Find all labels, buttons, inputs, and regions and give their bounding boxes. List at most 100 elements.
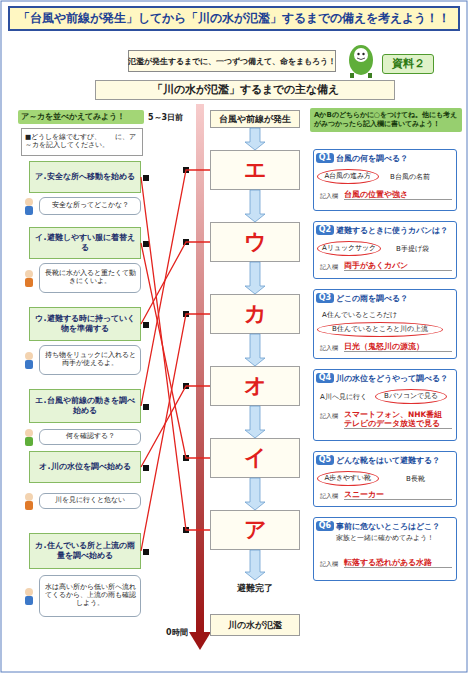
node-text-kin: 記入欄 <box>320 560 344 567</box>
node-text-qq: どこの雨を調べる？ <box>336 294 454 303</box>
node-text-opt: B長靴 <box>406 475 450 483</box>
circled-choice: B住んでいるところと川の上流 <box>317 322 443 337</box>
node-text: カ <box>244 301 267 327</box>
question-box: Q5どんな靴をはいて避難する？B長靴記入欄スニーカーA歩きやすい靴 <box>313 451 457 507</box>
node-text: エ <box>244 157 267 183</box>
question-box: Q6事前に危ないところはどこ？家族と一緒に確かめてみよう！記入欄転落する恐れがあ… <box>313 517 457 581</box>
node-text: オ <box>244 373 267 399</box>
hint-bubble: 長靴に水が入ると重たくて動きにくいよ。 <box>39 263 141 293</box>
node-text: オ.川の水位を調べ始める <box>39 462 130 472</box>
node-text-qq: 台風の何を調べる？ <box>336 154 454 163</box>
action-card: エ.台風や前線の動きを調べ始める <box>29 389 141 423</box>
node-text: 台風や前線が発生 <box>219 114 291 124</box>
node-text: Bパソコンで見る <box>384 392 438 400</box>
title-band: 「台風や前線が発生」してから「川の水が氾濫」するまでの備えを考えよう！！ <box>8 6 460 31</box>
answer-box: エ <box>210 150 300 190</box>
end-box: 川の水が氾濫 <box>210 614 300 636</box>
done-step: 避難完了 <box>215 580 295 596</box>
flow-arrow <box>245 262 265 294</box>
flow-arrow <box>245 550 265 580</box>
time-label: 5～3日前 <box>148 112 183 123</box>
hint-bubble: 川を見に行くと危ない <box>39 493 141 509</box>
node-text: ア <box>244 517 267 543</box>
instruction-box: ■どうしを線でむすび、 に、ア～カを記入してください。 <box>21 128 143 156</box>
node-text: 氾濫が発生するまでに、一つずつ備えて、命をまもろう！ <box>128 57 336 66</box>
flow-arrow <box>245 334 265 366</box>
node-text: エ.台風や前線の動きを調べ始める <box>33 396 137 415</box>
node-text-qtag: Q3 <box>316 293 334 303</box>
node-text-ans: 台風の位置や強さ <box>344 190 452 200</box>
hint-bubble: 安全な所ってどこかな？ <box>39 197 141 215</box>
node-text: 長靴に水が入ると重たくて動きにくいよ。 <box>43 270 137 286</box>
time-label: 0時間 <box>166 627 188 638</box>
node-text-qtag: Q6 <box>316 521 334 531</box>
node-text: 「川の水が氾濫」するまでの主な備え <box>152 83 339 96</box>
hint-bubble: 何を確認する？ <box>39 429 141 445</box>
node-text-rphead: AかBのどちらかに○をつけてね。他にも考えがみつかったら記入欄に書いてみよう！ <box>310 108 462 132</box>
node-text: 何を確認する？ <box>66 433 115 441</box>
node-text-qsub: 家族と一緒に確かめてみよう！ <box>336 535 454 543</box>
node-text-ans: スマートフォン、NHK番組 テレビのデータ放送で見る <box>344 410 452 429</box>
flow-arrow <box>245 190 265 222</box>
node-text-opt: B手提げ袋 <box>396 245 452 253</box>
sort-panel: ア～カを並べかえてみよう！ ■どうしを線でむすび、 に、ア～カを記入してください。… <box>18 110 152 625</box>
question-box: Q2避難するときに使うカバンは？ B手提げ袋記入欄両手があくカバン Aリュックサック <box>313 221 457 279</box>
node-text-qq: 避難するときに使うカバンは？ <box>336 226 454 235</box>
node-text: Aリュックサック <box>322 244 376 252</box>
node-text-qtag: Q2 <box>316 225 334 235</box>
action-card: ウ.避難する時に持っていく物を準備する <box>29 307 141 341</box>
node-text: 安全な所ってどこかな？ <box>52 202 129 210</box>
question-panel: AかBのどちらかに○をつけてね。他にも考えがみつかったら記入欄に書いてみよう！ Q… <box>310 108 462 588</box>
node-text: ウ.避難する時に持っていく物を準備する <box>33 314 137 333</box>
page-title: 「台風や前線が発生」してから「川の水が氾濫」するまでの備えを考えよう！！ <box>18 10 450 27</box>
node-text-qq: どんな靴をはいて避難する？ <box>336 456 454 465</box>
action-card: カ.住んでいる所と上流の雨量を調べ始める <box>29 533 141 569</box>
node-text: イ <box>244 445 267 471</box>
flow-arrow <box>245 406 265 438</box>
timeline-bar <box>196 104 204 634</box>
action-card: イ.避難しやすい服に着替える <box>29 227 141 259</box>
circled-choice: Aリュックサック <box>317 241 381 256</box>
node-text: A台風の進み方 <box>325 172 372 180</box>
flow-arrow <box>245 478 265 510</box>
node-text-qtag: Q5 <box>316 455 334 465</box>
node-text: イ.避難しやすい服に着替える <box>33 233 137 252</box>
answer-box: カ <box>210 294 300 334</box>
match-line <box>141 242 210 324</box>
connect-squares <box>143 167 189 555</box>
node-text-kin: 記入欄 <box>320 192 344 199</box>
node-text: 避難完了 <box>237 583 273 593</box>
circled-choice: Bパソコンで見る <box>375 389 447 404</box>
mascot-icon <box>349 45 373 78</box>
answer-box: イ <box>210 438 300 478</box>
node-text: ア.安全な所へ移動を始める <box>35 172 134 182</box>
node-text: ウ <box>244 229 267 255</box>
circled-choice: A歩きやすい靴 <box>317 471 379 486</box>
node-text-opt: A川へ見に行く <box>320 393 378 401</box>
question-box: Q3どこの雨を調べる？A住んでいるところだけ記入欄日光（鬼怒川の源流）B住んでい… <box>313 289 457 359</box>
node-text-ans: スニーカー <box>344 490 452 500</box>
node-text-kin: 記入欄 <box>320 263 344 270</box>
node-text-kin: 記入欄 <box>320 412 344 419</box>
node-text: カ.住んでいる所と上流の雨量を調べ始める <box>33 541 137 560</box>
node-text: A歩きやすい靴 <box>325 474 372 482</box>
node-text-qtag: Q1 <box>316 153 334 163</box>
node-text: 川の水が氾濫 <box>228 620 282 630</box>
match-line <box>141 243 210 458</box>
match-line <box>141 386 210 467</box>
answer-box: ア <box>210 510 300 550</box>
node-text-qtag: Q4 <box>316 373 334 383</box>
node-text-lphead: ア～カを並べかえてみよう！ <box>18 110 144 124</box>
flow-arrow <box>245 128 265 150</box>
question-box: Q4川の水位をどうやって調べる？A川へ見に行く記入欄スマートフォン、NHK番組 … <box>313 369 457 441</box>
timeline-head <box>189 632 211 650</box>
node-text: ■どうしを線でむすび、 に、ア～カを記入してください。 <box>25 134 139 150</box>
section-header: 「川の水が氾濫」するまでの主な備え <box>95 80 395 100</box>
circled-choice: A台風の進み方 <box>317 169 379 184</box>
start-box: 台風や前線が発生 <box>210 110 300 128</box>
node-text-ans: 両手があくカバン <box>344 261 452 271</box>
node-text: 資料２ <box>392 57 425 70</box>
node-text-qq: 事前に危ないところはどこ？ <box>336 522 454 531</box>
slogan-box: 氾濫が発生するまでに、一つずつ備えて、命をまもろう！ <box>128 50 336 72</box>
